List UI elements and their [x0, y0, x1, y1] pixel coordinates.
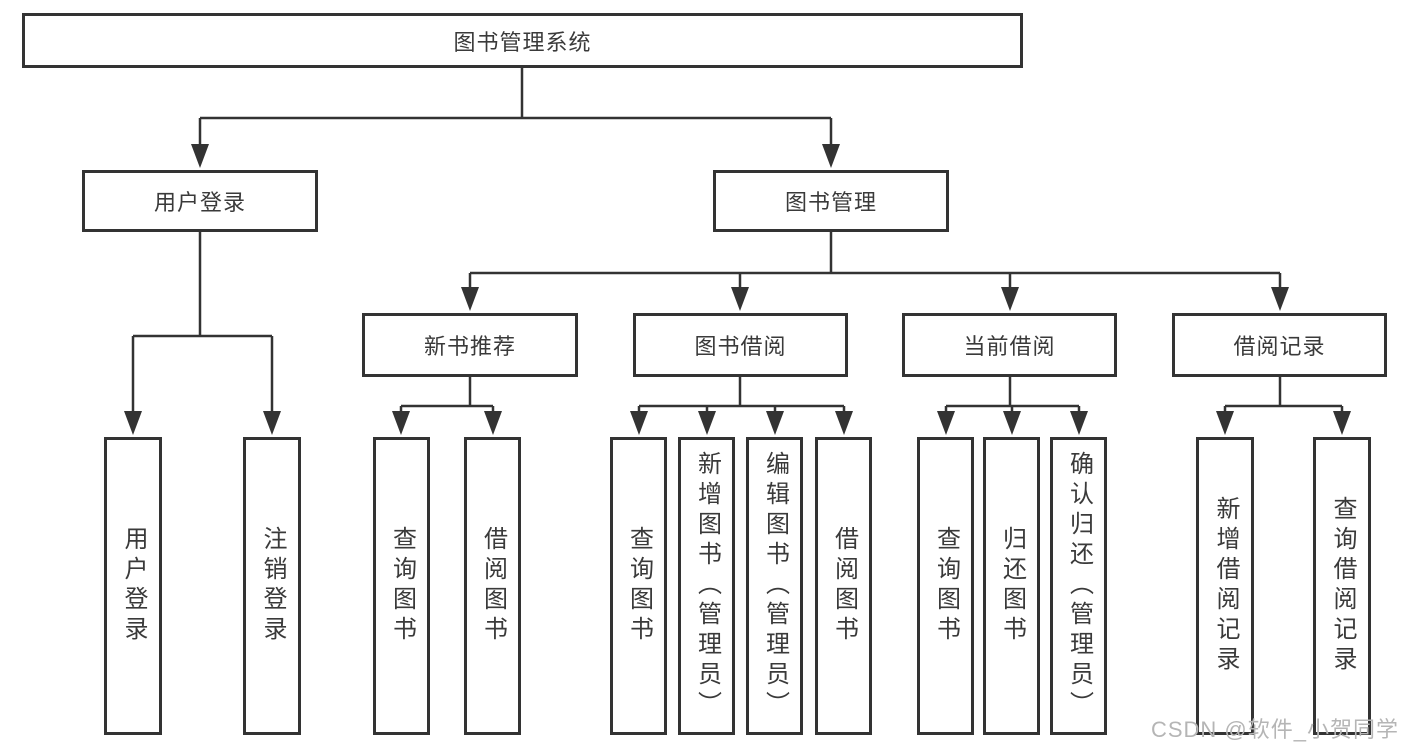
leaf-return-books: 归还图书 [983, 437, 1040, 735]
node-book-management: 图书管理 [713, 170, 949, 232]
node-user-login: 用户登录 [82, 170, 318, 232]
leaf-query-books-recommend: 查询图书 [373, 437, 430, 735]
leaf-query-books-borrow: 查询图书 [610, 437, 667, 735]
leaf-query-borrow-record: 查询借阅记录 [1313, 437, 1371, 735]
leaf-confirm-return-admin: 确认归还（管理员） [1050, 437, 1107, 735]
node-current-borrowing: 当前借阅 [902, 313, 1117, 377]
leaf-edit-book-admin: 编辑图书（管理员） [746, 437, 803, 735]
leaf-logout: 注销登录 [243, 437, 301, 735]
node-borrowing-records: 借阅记录 [1172, 313, 1387, 377]
leaf-user-login: 用户登录 [104, 437, 162, 735]
leaf-borrow-books: 借阅图书 [815, 437, 872, 735]
node-new-book-recommend: 新书推荐 [362, 313, 578, 377]
node-book-borrowing: 图书借阅 [633, 313, 848, 377]
watermark: CSDN @软件_小贺同学 [1150, 717, 1399, 742]
leaf-add-borrow-record: 新增借阅记录 [1196, 437, 1254, 735]
leaf-borrow-books-recommend: 借阅图书 [464, 437, 521, 735]
node-library-system: 图书管理系统 [22, 13, 1023, 68]
leaf-query-books-current: 查询图书 [917, 437, 974, 735]
leaf-add-book-admin: 新增图书（管理员） [678, 437, 735, 735]
